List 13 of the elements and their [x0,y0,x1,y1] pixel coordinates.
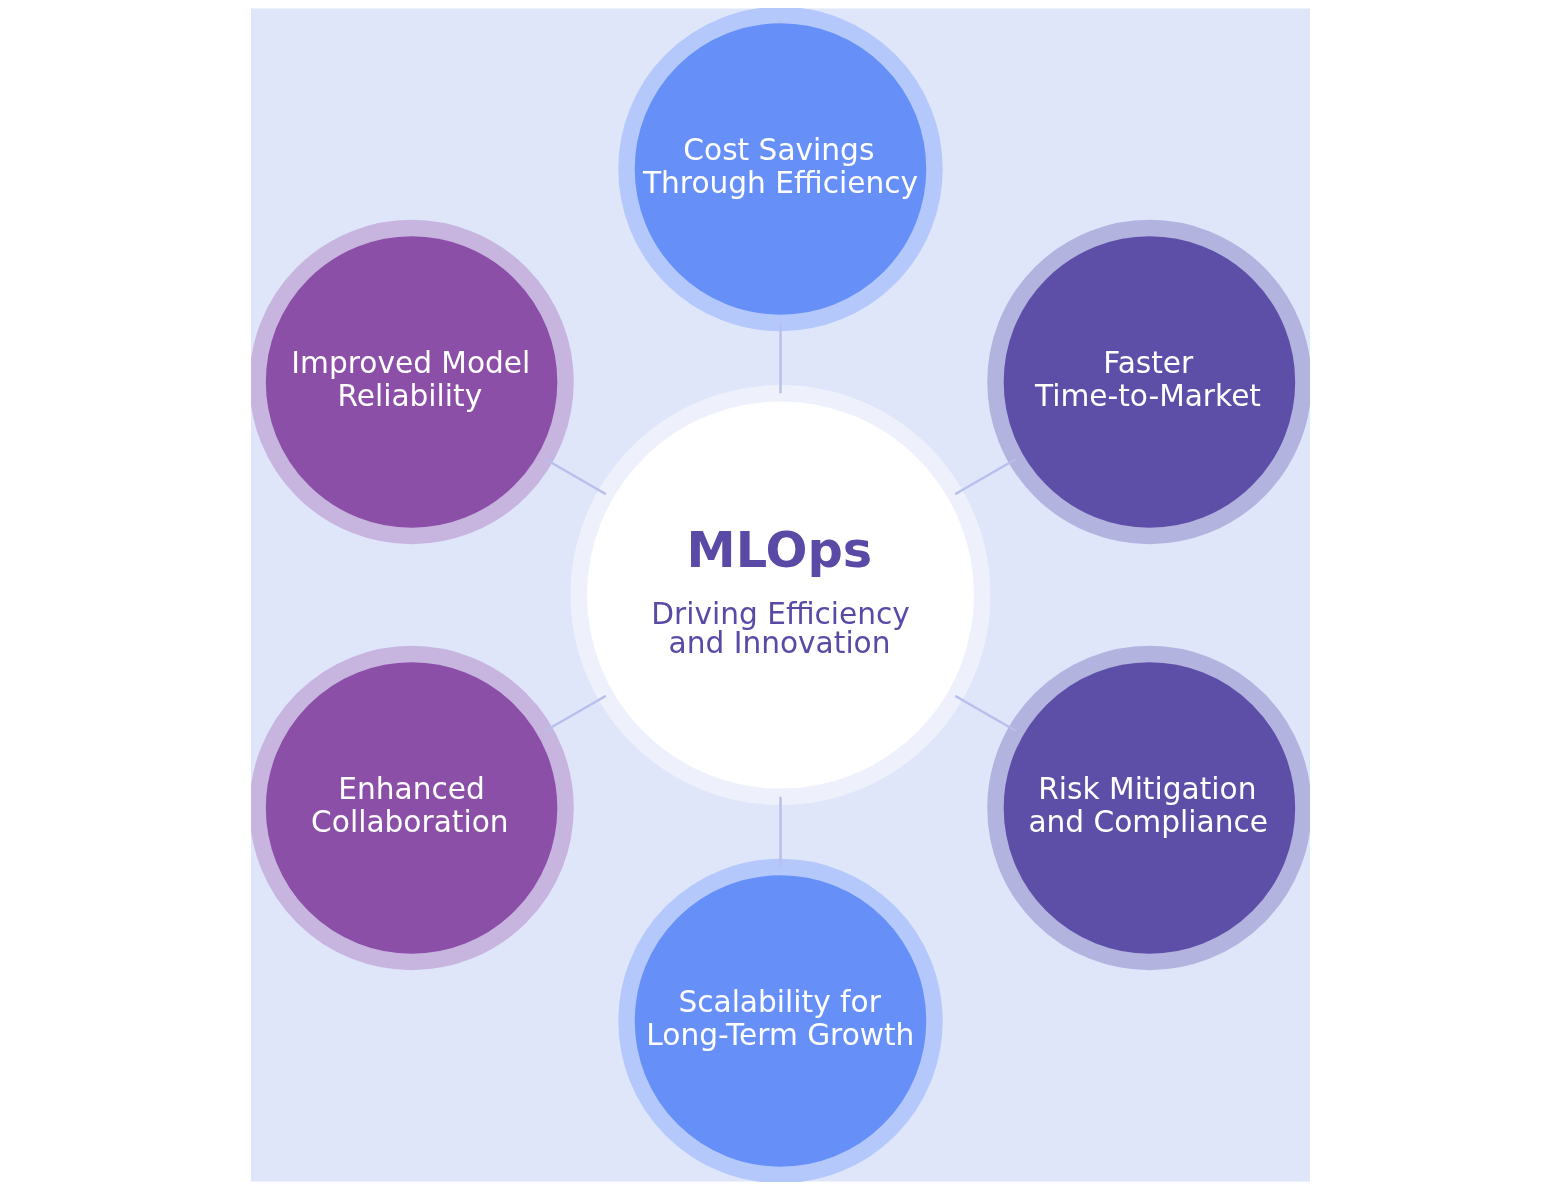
connector [544,694,606,732]
node-circle: MLOps Driving Efficiency and Innovation [570,385,990,805]
connector [954,458,1016,496]
node-circle: Improved Model Reliability [250,219,574,545]
node-circle: Scalability for Long-Term Growth [617,858,943,1182]
connector [544,458,606,496]
node-circle: Faster Time-to-Market [986,219,1310,545]
connector [954,694,1016,732]
node-circle: Risk Mitigation and Compliance [986,645,1310,971]
node-circle: Cost Savings Through Efficiency [617,8,943,332]
node-circle: Enhanced Collaboration [250,645,574,971]
connector [778,796,782,867]
connector [778,323,782,394]
